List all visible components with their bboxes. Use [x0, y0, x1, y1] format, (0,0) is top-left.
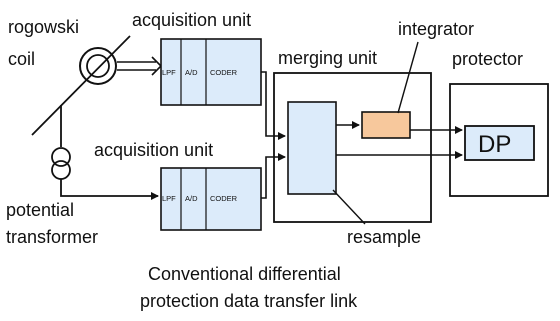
acq-top-coder: CODER: [210, 68, 238, 77]
integrator-pointer-line: [397, 41, 419, 114]
rogowski-coil-symbol: [31, 35, 131, 136]
potential-label-line2: transformer: [6, 227, 98, 247]
dp-block: [464, 125, 535, 161]
dp-label: DP: [478, 131, 511, 158]
potential-label-line1: potential: [6, 200, 74, 220]
acq-bottom-to-resample-arrow: [261, 153, 286, 199]
caption-line1: Conventional differential: [148, 264, 341, 284]
integrator-label: integrator: [398, 19, 474, 39]
coil-to-acq-arrow: [117, 56, 163, 76]
potential-transformer-symbol: [51, 147, 71, 180]
acq-bottom-lpf: LPF: [162, 194, 176, 203]
acquisition-top-label: acquisition unit: [132, 10, 251, 30]
merging-unit-box: [273, 72, 432, 223]
acq-top-to-resample-arrow: [261, 71, 286, 140]
rogowski-label-line2: coil: [8, 49, 35, 69]
acq-top-ad: A/D: [185, 68, 198, 77]
acq-bottom-ad: A/D: [185, 194, 198, 203]
acq-bottom-coder: CODER: [210, 194, 238, 203]
pt-to-acq-wire: [60, 179, 159, 200]
resample-label: resample: [347, 227, 421, 247]
rogowski-label-line1: rogowski: [8, 17, 79, 37]
acq-top-lpf: LPF: [162, 68, 176, 77]
merging-unit-label: merging unit: [278, 48, 377, 68]
caption-line2: protection data transfer link: [140, 291, 358, 311]
acquisition-unit-bottom: LPF A/D CODER: [160, 167, 262, 231]
resample-block: [287, 101, 337, 195]
protector-label: protector: [452, 49, 523, 69]
integrator-block: [361, 111, 411, 139]
resample-pointer-line: [332, 189, 366, 225]
protector-box: [449, 83, 549, 197]
acquisition-bottom-label: acquisition unit: [94, 140, 213, 160]
acquisition-unit-top: LPF A/D CODER: [160, 38, 262, 106]
